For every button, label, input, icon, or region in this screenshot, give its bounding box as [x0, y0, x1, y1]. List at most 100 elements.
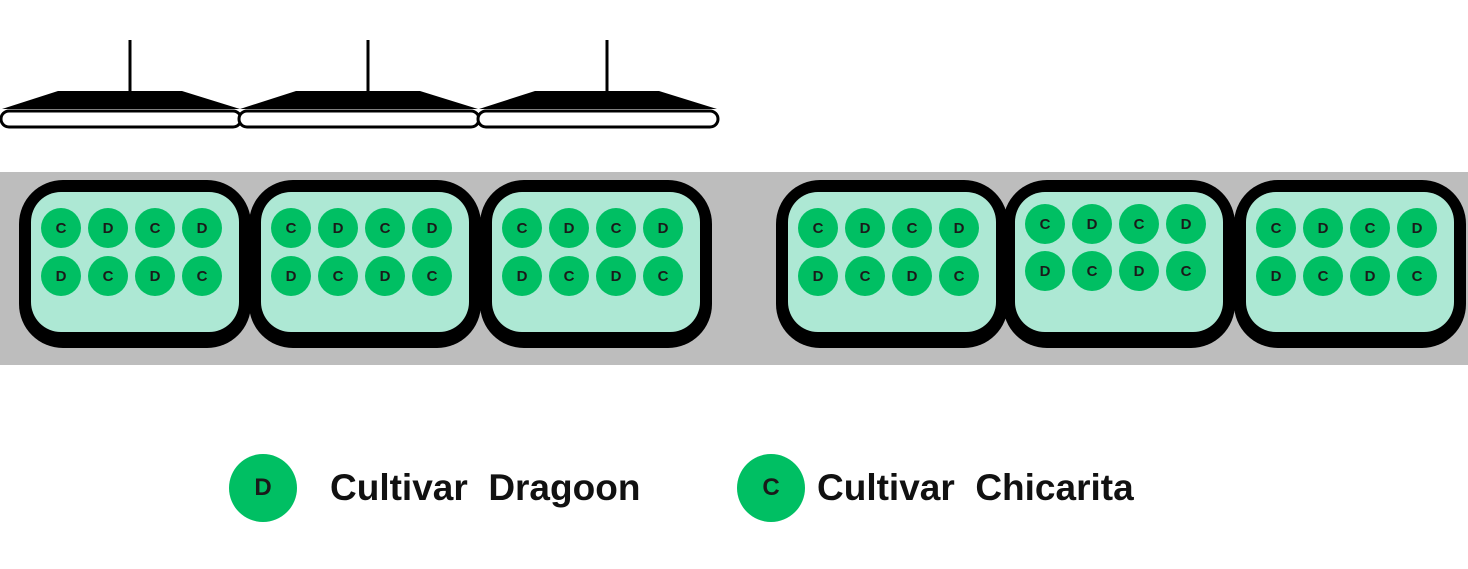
plant-label: C: [564, 268, 575, 285]
plant-marker: D: [1119, 251, 1159, 291]
grow-lights: [0, 40, 720, 129]
plant-marker: C: [939, 256, 979, 296]
plant-marker: D: [596, 256, 636, 296]
plant-circle: [502, 208, 542, 248]
plant-label: C: [907, 220, 918, 237]
plant-circle: [1303, 208, 1343, 248]
plant-label: C: [333, 268, 344, 285]
legend-marker-chicarita: C: [737, 454, 805, 522]
plant-marker: C: [1350, 208, 1390, 248]
plant-circle: [939, 208, 979, 248]
plant-circle: [318, 208, 358, 248]
plant-circle: [549, 256, 589, 296]
plant-label: C: [1412, 268, 1423, 285]
plant-label: D: [954, 220, 965, 237]
plant-label: D: [333, 220, 344, 237]
plant-circle: [892, 208, 932, 248]
plant-label: C: [954, 268, 965, 285]
plant-circle: [596, 256, 636, 296]
plant-circle: [798, 208, 838, 248]
plant-marker: C: [135, 208, 175, 248]
plant-label: C: [56, 220, 67, 237]
plant-marker: D: [318, 208, 358, 248]
plant-circle: [1025, 204, 1065, 244]
plant-label: D: [286, 268, 297, 285]
plant-label: D: [103, 220, 114, 237]
plant-marker: C: [549, 256, 589, 296]
plant-marker: D: [41, 256, 81, 296]
plant-circle: [845, 208, 885, 248]
plant-circle: [271, 256, 311, 296]
plant-circle: [939, 256, 979, 296]
plant-marker: D: [1166, 204, 1206, 244]
plant-marker: C: [182, 256, 222, 296]
plant-marker: D: [892, 256, 932, 296]
grow-light-icon: [237, 40, 481, 129]
plant-circle: [1256, 208, 1296, 248]
plant-label: C: [1134, 216, 1145, 233]
plant-marker: C: [1397, 256, 1437, 296]
grow-light-icon: [476, 40, 720, 129]
plant-marker: D: [88, 208, 128, 248]
plant-marker: D: [939, 208, 979, 248]
plant-marker: C: [318, 256, 358, 296]
plant-label: D: [813, 268, 824, 285]
legend-label-chicarita: Cultivar Chicarita: [817, 467, 1134, 508]
plant-label: D: [611, 268, 622, 285]
plant-marker: D: [1072, 204, 1112, 244]
plant-label: D: [1087, 216, 1098, 233]
plant-marker: D: [271, 256, 311, 296]
plant-circle: [412, 208, 452, 248]
plant-circle: [1072, 204, 1112, 244]
plant-marker: D: [1397, 208, 1437, 248]
plant-circle: [271, 208, 311, 248]
plant-label: D: [427, 220, 438, 237]
plant-circle: [798, 256, 838, 296]
plant-circle: [1350, 208, 1390, 248]
plant-label: D: [860, 220, 871, 237]
plant-marker: D: [798, 256, 838, 296]
plant-marker: C: [1303, 256, 1343, 296]
plant-marker: D: [1303, 208, 1343, 248]
plant-label: D: [1181, 216, 1192, 233]
plant-label: C: [150, 220, 161, 237]
plant-label: C: [286, 220, 297, 237]
plant-marker: C: [643, 256, 683, 296]
plant-marker: D: [502, 256, 542, 296]
plant-label: C: [1087, 263, 1098, 280]
plant-label: C: [103, 268, 114, 285]
plant-marker: D: [182, 208, 222, 248]
plant-circle: [643, 256, 683, 296]
plant-marker: C: [845, 256, 885, 296]
plant-marker: D: [1025, 251, 1065, 291]
tray: C D C D D C D C: [480, 180, 712, 348]
plant-circle: [1166, 204, 1206, 244]
plant-label: D: [517, 268, 528, 285]
plant-circle: [412, 256, 452, 296]
plant-label: D: [1318, 220, 1329, 237]
plant-label: C: [611, 220, 622, 237]
plant-label: C: [1181, 263, 1192, 280]
plant-circle: [88, 256, 128, 296]
plant-label: C: [380, 220, 391, 237]
plant-circle: [596, 208, 636, 248]
lamp-tube: [237, 109, 481, 129]
plant-circle: [1119, 251, 1159, 291]
plant-label: D: [56, 268, 67, 285]
legend-item-chicarita: C Cultivar Chicarita: [737, 454, 1134, 522]
plant-marker: D: [1256, 256, 1296, 296]
plant-label: D: [1365, 268, 1376, 285]
plant-label: D: [907, 268, 918, 285]
plant-circle: [318, 256, 358, 296]
plant-label: D: [564, 220, 575, 237]
plant-label: D: [658, 220, 669, 237]
plant-circle: [845, 256, 885, 296]
plant-marker: C: [502, 208, 542, 248]
plant-marker: C: [41, 208, 81, 248]
plant-marker: C: [365, 208, 405, 248]
